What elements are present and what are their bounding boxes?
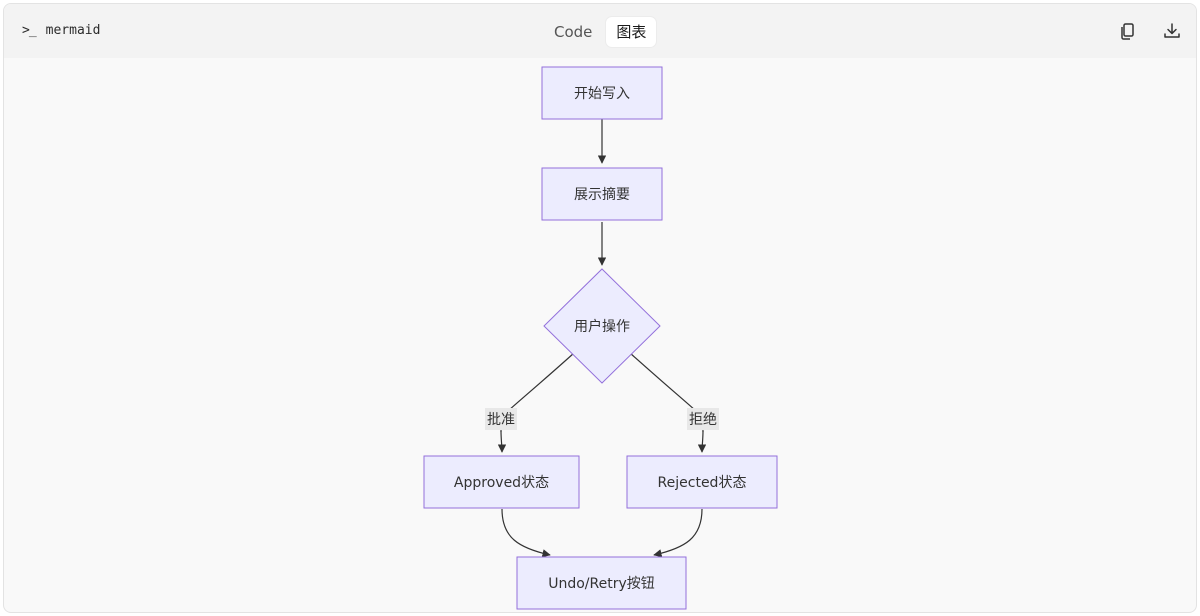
copy-button[interactable] bbox=[1117, 20, 1139, 42]
node-approved-label: Approved状态 bbox=[454, 475, 549, 491]
tab-diagram[interactable]: 图表 bbox=[606, 17, 657, 47]
node-start-label: 开始写入 bbox=[574, 86, 630, 102]
copy-icon bbox=[1121, 23, 1134, 40]
node-action-label: 用户操作 bbox=[574, 318, 630, 335]
node-rejected-label: Rejected状态 bbox=[658, 475, 747, 491]
node-approved: Approved状态 bbox=[423, 455, 580, 509]
edge-approved-undo bbox=[501, 508, 551, 558]
view-tabs: Code 图表 bbox=[544, 17, 657, 47]
node-start: 开始写入 bbox=[541, 66, 663, 120]
edge-label-approve: 批准 bbox=[485, 408, 517, 430]
edge-action-approved-tail bbox=[497, 430, 507, 453]
terminal-prompt-icon: >_ bbox=[22, 23, 37, 38]
code-block-frame: >_ mermaid Code 图表 bbox=[3, 3, 1197, 613]
node-rejected: Rejected状态 bbox=[626, 455, 778, 509]
node-summary-label: 展示摘要 bbox=[574, 186, 630, 203]
download-button[interactable] bbox=[1161, 20, 1183, 42]
code-block-header: >_ mermaid Code 图表 bbox=[4, 4, 1196, 58]
edge-action-rejected-tail bbox=[697, 430, 707, 453]
node-action: 用户操作 bbox=[543, 268, 661, 384]
node-undo: Undo/Retry按钮 bbox=[516, 556, 687, 610]
diagram-canvas: 批准 拒绝 开始写入 展示摘要 用户操作 Approved状态 bbox=[4, 58, 1196, 612]
edge-label-approve-text: 批准 bbox=[487, 412, 515, 428]
edge-label-reject-text: 拒绝 bbox=[689, 412, 717, 428]
node-undo-label: Undo/Retry按钮 bbox=[548, 576, 655, 592]
language-label: >_ mermaid bbox=[22, 23, 100, 38]
edge-label-reject: 拒绝 bbox=[687, 408, 719, 430]
download-icon bbox=[1164, 23, 1180, 38]
flowchart: 批准 拒绝 开始写入 展示摘要 用户操作 Approved状态 bbox=[423, 66, 778, 610]
node-summary: 展示摘要 bbox=[541, 167, 663, 221]
tab-code[interactable]: Code bbox=[554, 23, 593, 41]
language-name: mermaid bbox=[45, 23, 101, 38]
edge-rejected-undo bbox=[653, 508, 703, 558]
